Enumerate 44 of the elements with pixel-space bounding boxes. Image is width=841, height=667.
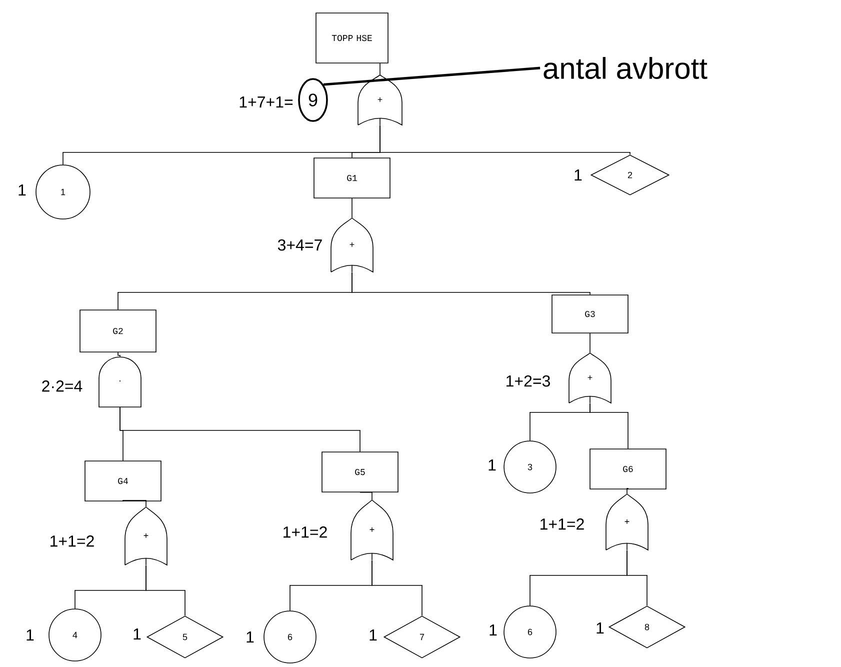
count-label: 1: [574, 170, 582, 180]
count-label: 1: [370, 630, 377, 640]
connector-line: [626, 550, 648, 606]
or-gate: +: [358, 74, 402, 126]
event-box: G3: [552, 294, 628, 334]
or-gate: +: [124, 506, 168, 566]
connector-line: [626, 488, 628, 494]
event-box: G5: [322, 452, 398, 492]
count-label: 1: [18, 184, 26, 196]
count-label: 1+7+1=: [240, 96, 293, 108]
connector-line: [323, 66, 540, 86]
connector-line: [146, 565, 186, 616]
and-gate: ·: [98, 356, 142, 408]
connector-line: [352, 272, 590, 295]
annotation-text: antal avbrott: [544, 57, 708, 80]
count-label: 1: [26, 630, 34, 640]
count-label: 1: [488, 460, 496, 470]
connector-line: [120, 407, 360, 452]
or-gate: +: [606, 494, 648, 550]
count-label: 2·2=4: [42, 380, 82, 392]
connector-line: [118, 352, 120, 357]
count-label: 1+1=2: [284, 526, 327, 538]
count-label: 1+1=2: [50, 535, 94, 547]
circled-number: 9: [298, 78, 328, 122]
count-label: 1: [134, 628, 141, 640]
event-box: G1: [314, 158, 390, 198]
event-box: G2: [80, 310, 156, 352]
or-gate: +: [350, 500, 394, 560]
count-label: 1: [246, 632, 254, 643]
count-label: 3+4=7: [278, 239, 322, 251]
connector-line: [372, 560, 422, 616]
connector-line: [360, 492, 372, 500]
or-gate: +: [330, 218, 374, 272]
count-label: 1+1=2: [540, 518, 584, 530]
connector-line: [380, 125, 630, 155]
count-label: 1: [596, 622, 604, 634]
event-box: G6: [590, 448, 666, 490]
connector-line: [590, 403, 628, 449]
connector-line: [122, 500, 146, 507]
event-box: TOPP HSE: [316, 12, 388, 64]
event-box: G4: [84, 460, 162, 502]
count-label: 1+2=3: [506, 375, 550, 387]
or-gate: +: [568, 352, 612, 404]
count-label: 1: [490, 624, 497, 636]
